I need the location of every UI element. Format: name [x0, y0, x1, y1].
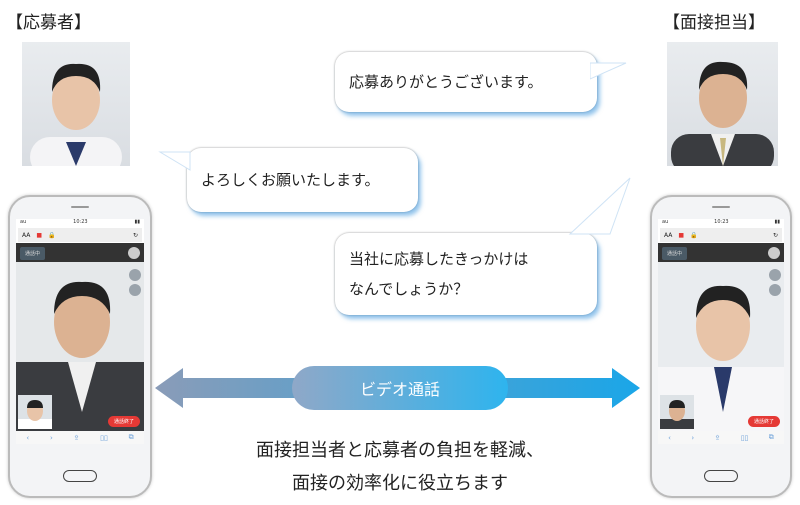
- speech-bubble-interviewer-greeting: 応募ありがとうございます。: [335, 52, 597, 112]
- end-call-button[interactable]: 通話終了: [107, 416, 140, 427]
- interviewer-label: 【面接担当】: [663, 13, 765, 33]
- interviewer-photo: [667, 42, 778, 166]
- camera-switch-icon[interactable]: [768, 247, 780, 259]
- bookmarks-icon[interactable]: ▯▯: [100, 433, 108, 442]
- status-bar: au 10:23 ▮▮: [658, 219, 784, 227]
- reload-icon[interactable]: ↻: [772, 231, 778, 239]
- lock-icon: 🔒: [48, 231, 56, 239]
- bubble-tail: [590, 62, 627, 80]
- phone-screen: au 10:23 ▮▮ AA ■ 🔒 ↻ 通話中 通話終了 ‹ › ⇪ ▯▯ ⧉: [658, 219, 784, 444]
- in-call-badge: 通話中: [662, 246, 688, 260]
- bubble-tail: [568, 177, 631, 235]
- remote-video: 通話終了: [658, 262, 784, 431]
- side-controls: [128, 266, 142, 299]
- applicant-label: 【応募者】: [6, 13, 91, 33]
- url-bar[interactable]: AA ■ 🔒 ↻: [18, 228, 142, 242]
- font-size-button[interactable]: AA: [22, 231, 31, 239]
- self-view: [660, 395, 694, 429]
- share-icon[interactable]: ⇪: [73, 433, 80, 442]
- side-controls: [768, 266, 782, 299]
- bubble-text: よろしくお願いたします。: [201, 171, 380, 189]
- caption-line-1: 面接担当者と応募者の負担を軽減、: [256, 440, 544, 461]
- video-icon: ■: [678, 231, 685, 239]
- info-icon[interactable]: [769, 284, 781, 296]
- battery-icon: ▮▮: [774, 219, 780, 225]
- time: 10:23: [714, 219, 729, 225]
- call-bar: 通話中: [16, 243, 144, 263]
- back-icon[interactable]: ‹: [26, 433, 30, 442]
- time: 10:23: [73, 219, 88, 225]
- bubble-text: なんでしょうか？: [349, 280, 469, 298]
- interviewer-phone: au 10:23 ▮▮ AA ■ 🔒 ↻ 通話中 通話終了 ‹ › ⇪ ▯▯ ⧉: [650, 195, 792, 498]
- url-bar[interactable]: AA ■ 🔒 ↻: [660, 228, 782, 242]
- speaker: [71, 206, 89, 208]
- lock-icon: 🔒: [690, 231, 698, 239]
- applicant-phone: au 10:23 ▮▮ AA ■ 🔒 ↻ 通話中 通話終了 ‹ › ⇪ ▯▯ ⧉: [8, 195, 152, 498]
- call-bar: 通話中: [658, 243, 784, 263]
- remote-video: 通話終了: [16, 262, 144, 431]
- browser-nav: ‹ › ⇪ ▯▯ ⧉: [16, 431, 144, 444]
- forward-icon[interactable]: ›: [49, 433, 53, 442]
- speech-bubble-interviewer-question: 当社に応募したきっかけは なんでしょうか？: [335, 233, 597, 315]
- video-call-label: ビデオ通話: [292, 366, 508, 410]
- speech-bubble-applicant-greeting: よろしくお願いたします。: [187, 148, 418, 212]
- camera-switch-icon[interactable]: [128, 247, 140, 259]
- share-icon[interactable]: ⇪: [714, 433, 721, 442]
- tabs-icon[interactable]: ⧉: [768, 433, 774, 441]
- reload-icon[interactable]: ↻: [132, 231, 138, 239]
- end-call-button[interactable]: 通話終了: [747, 416, 780, 427]
- tabs-icon[interactable]: ⧉: [128, 433, 134, 441]
- self-view: [18, 395, 52, 429]
- in-call-badge: 通話中: [20, 246, 46, 260]
- applicant-photo: [22, 42, 130, 166]
- carrier: au: [20, 219, 27, 225]
- caption-line-2: 面接の効率化に役立ちます: [292, 473, 508, 494]
- bubble-tail: [158, 151, 191, 171]
- video-icon: ■: [36, 231, 43, 239]
- speaker: [712, 206, 730, 208]
- bookmarks-icon[interactable]: ▯▯: [740, 433, 749, 442]
- status-bar: au 10:23 ▮▮: [16, 219, 144, 227]
- battery-icon: ▮▮: [134, 219, 140, 225]
- record-icon[interactable]: [129, 269, 141, 281]
- forward-icon[interactable]: ›: [691, 433, 695, 442]
- font-size-button[interactable]: AA: [664, 231, 673, 239]
- record-icon[interactable]: [769, 269, 781, 281]
- info-icon[interactable]: [129, 284, 141, 296]
- carrier: au: [662, 219, 669, 225]
- home-button[interactable]: [704, 470, 738, 482]
- bubble-text: 当社に応募したきっかけは: [349, 250, 529, 268]
- home-button[interactable]: [63, 470, 97, 482]
- back-icon[interactable]: ‹: [668, 433, 671, 442]
- browser-nav: ‹ › ⇪ ▯▯ ⧉: [658, 431, 784, 444]
- phone-screen: au 10:23 ▮▮ AA ■ 🔒 ↻ 通話中 通話終了 ‹ › ⇪ ▯▯ ⧉: [16, 219, 144, 444]
- bubble-text: 応募ありがとうございます。: [349, 73, 543, 91]
